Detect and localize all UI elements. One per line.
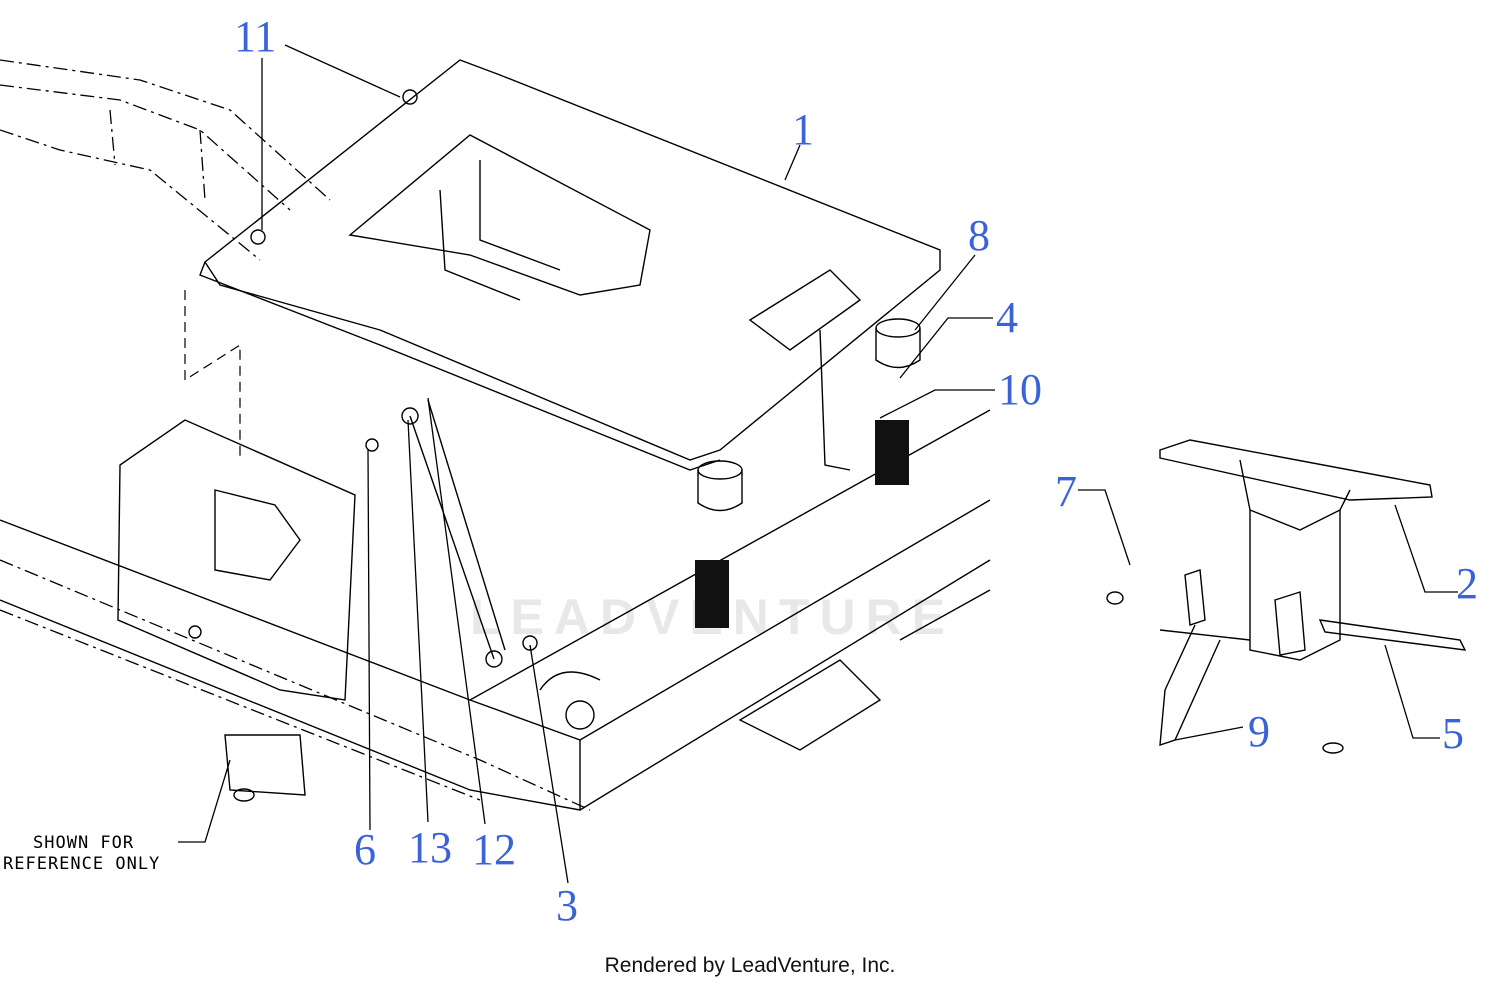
footer-credit: Rendered by LeadVenture, Inc. bbox=[604, 954, 896, 977]
callout-10: 10 bbox=[998, 365, 1042, 414]
hardware bbox=[250, 89, 538, 668]
callout-1: 1 bbox=[792, 105, 814, 154]
leader-lines bbox=[178, 44, 1458, 884]
callout-6: 6 bbox=[354, 825, 376, 874]
lower-frame bbox=[0, 409, 991, 811]
callout-5: 5 bbox=[1442, 709, 1464, 758]
callout-3: 3 bbox=[556, 881, 578, 930]
callout-11: 11 bbox=[234, 12, 277, 61]
callout-7: 7 bbox=[1055, 467, 1077, 516]
callout-8: 8 bbox=[968, 211, 990, 260]
reference-latch bbox=[224, 734, 306, 802]
seat-pan-plate bbox=[199, 59, 941, 471]
callout-2: 2 bbox=[1456, 559, 1478, 608]
seat-latch-detail bbox=[1106, 439, 1467, 754]
callout-9: 9 bbox=[1248, 707, 1270, 756]
callout-12: 12 bbox=[472, 825, 516, 874]
callout-4: 4 bbox=[996, 293, 1018, 342]
callout-13: 13 bbox=[408, 823, 452, 872]
spring-right bbox=[875, 318, 921, 485]
left-bracket bbox=[117, 419, 356, 701]
reference-frame-lines bbox=[0, 59, 591, 811]
reference-note-line-2: REFERENCE ONLY bbox=[3, 854, 161, 874]
spring-left bbox=[695, 460, 743, 628]
reference-note-line-1: SHOWN FOR bbox=[33, 833, 135, 853]
